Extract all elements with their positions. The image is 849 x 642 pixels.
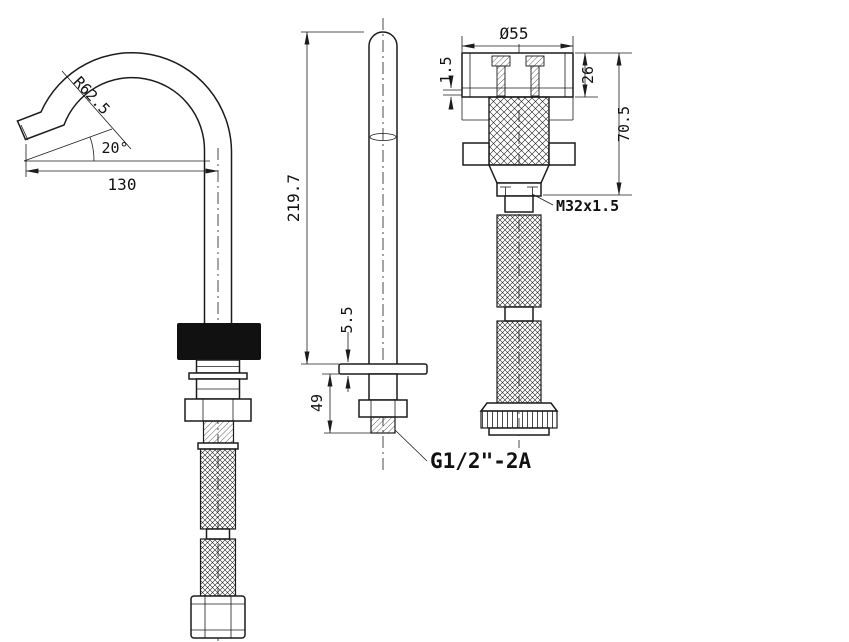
spout-inner-curve: [24, 76, 206, 331]
end-fitting-flare: [479, 402, 559, 412]
angle-slanted-line: [23, 128, 113, 162]
dim-deck-gap-label: 1.5: [437, 56, 455, 83]
dim-body-height-label: 26: [579, 66, 597, 84]
shank-length-dimension: 49: [308, 373, 371, 434]
section-view: Ø55: [437, 24, 633, 448]
angle-dimension: 20°: [23, 128, 210, 162]
shank-neck: [368, 373, 398, 401]
base-shell: [461, 52, 574, 98]
section-hose-upper: [496, 214, 542, 308]
front-view: 219.7 5.5 49 G1/2"-2A: [284, 18, 532, 473]
thread-leader-line: [394, 429, 428, 462]
radius-leader-line: [61, 70, 132, 150]
spout-body: [177, 323, 261, 639]
hose-washer: [197, 442, 239, 450]
supply-hose-upper: [199, 448, 237, 530]
body-taper: [487, 164, 551, 184]
angle-arc: [89, 136, 95, 162]
dim-thread-label: G1/2"-2A: [430, 449, 532, 473]
dim-shank-label: 49: [308, 394, 326, 412]
dim-height-label: 219.7: [284, 174, 303, 222]
thread-callout: G1/2"-2A: [394, 429, 532, 473]
locknut-leader-line: [531, 193, 554, 206]
aerator-line: [20, 124, 29, 141]
locknut-thread-callout: M32x1.5: [531, 193, 619, 215]
overall-height-dimension: 70.5: [543, 52, 633, 196]
dim-locknut-thread-label: M32x1.5: [556, 197, 619, 215]
knurled-collar: [177, 323, 261, 360]
deck-flange: [338, 363, 428, 375]
body-cross-section: [488, 96, 550, 166]
flange-thickness-dimension: 5.5: [322, 306, 356, 392]
dim-flange-label: 5.5: [338, 306, 356, 333]
deck-gap-dimension: 1.5: [437, 56, 462, 110]
locknut: [496, 182, 542, 197]
reach-dimension: 130: [25, 144, 219, 194]
screw-head-left: [491, 55, 511, 67]
mounting-nut: [184, 398, 252, 422]
hose-end-nut: [190, 595, 246, 639]
set-screw-hole: [369, 133, 397, 141]
supply-hose-lower: [199, 538, 237, 597]
screw-head-right: [525, 55, 545, 67]
section-hose-lower: [496, 320, 542, 404]
hose-union: [504, 195, 534, 213]
side-view: R62.5 20° 130: [16, 51, 261, 641]
spout-tube: [368, 31, 398, 365]
section-hoses: [479, 214, 559, 436]
dim-reach-label: 130: [108, 175, 137, 194]
sectioned-base: [461, 52, 576, 213]
hose-connector: [205, 528, 231, 540]
section-hose-connector: [504, 306, 534, 322]
base-flange: [188, 372, 248, 380]
dim-diameter-label: Ø55: [500, 24, 529, 43]
height-dimension: 219.7: [284, 31, 364, 365]
shank-nut: [358, 399, 408, 418]
dim-angle-label: 20°: [101, 139, 128, 157]
screw-stem-left: [496, 65, 506, 97]
spout-outline: [16, 51, 233, 331]
threaded-shank: [202, 420, 235, 444]
end-fitting-lip: [488, 427, 550, 436]
mount-tab-left: [462, 142, 490, 166]
spout-outlet-face: [16, 120, 27, 141]
diameter-dimension: Ø55: [461, 24, 574, 52]
dim-radius-label: R62.5: [70, 73, 114, 118]
inlet-thread: [370, 416, 396, 434]
dim-overall-height-label: 70.5: [615, 106, 633, 142]
screw-stem-right: [530, 65, 540, 97]
body-height-dimension: 26: [575, 52, 632, 98]
end-fitting-knurl: [480, 410, 558, 429]
mount-tab-right: [548, 142, 576, 166]
spout-outer-curve: [16, 51, 233, 331]
